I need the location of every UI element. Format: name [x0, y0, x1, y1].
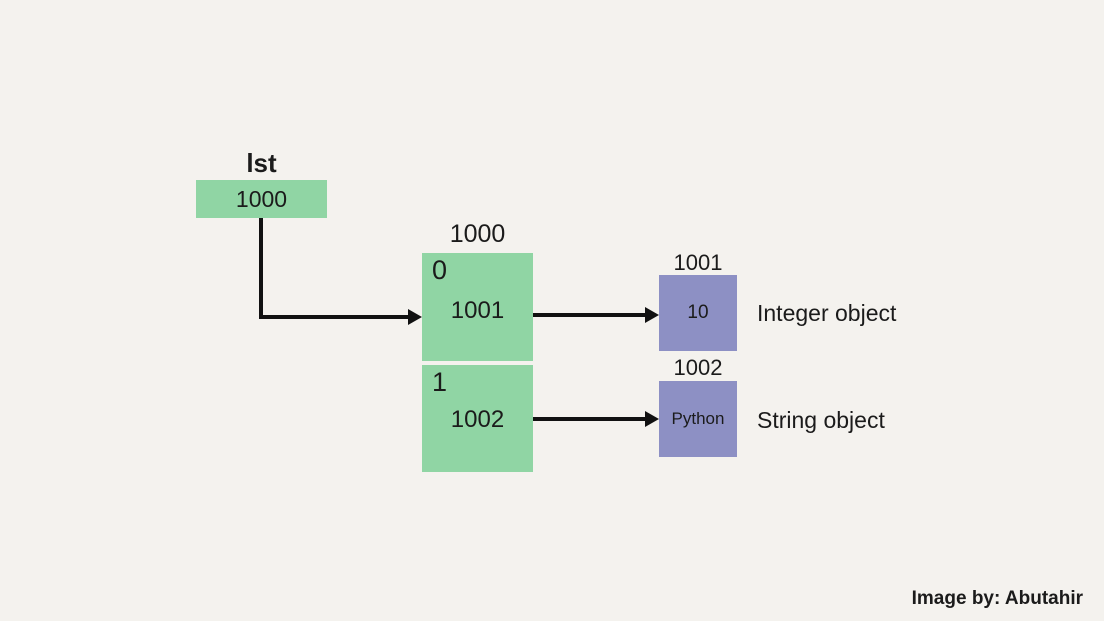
string-object-value: Python	[671, 409, 725, 428]
connector-vertical-segment	[259, 218, 263, 319]
variable-name-label: lst	[246, 148, 277, 178]
string-object-box: Python	[659, 381, 737, 457]
integer-object-value: 10	[687, 302, 709, 323]
string-object-address: 1002	[673, 355, 723, 380]
variable-address-value: 1000	[235, 185, 288, 212]
arrowhead-to-string-icon	[645, 411, 659, 427]
connector-horizontal-segment	[259, 315, 409, 319]
string-object-caption: String object	[757, 407, 885, 433]
list-cell-1-index: 1	[432, 367, 448, 397]
arrow-to-string-line	[533, 417, 646, 421]
integer-object-box: 10	[659, 275, 737, 351]
list-cell-1: 1 1002	[422, 365, 533, 472]
integer-object-caption: Integer object	[757, 300, 897, 326]
arrow-to-integer-line	[533, 313, 646, 317]
list-cell-0-value: 1001	[450, 297, 505, 324]
integer-object-address: 1001	[673, 250, 723, 275]
arrowhead-to-integer-icon	[645, 307, 659, 323]
variable-address-box: 1000	[196, 180, 327, 218]
list-object-address-heading: 1000	[449, 220, 506, 248]
list-cell-1-value: 1002	[450, 406, 505, 433]
credit-text: Image by: Abutahir	[911, 588, 1083, 609]
list-cell-0: 0 1001	[422, 253, 533, 361]
list-cell-0-index: 0	[432, 255, 448, 285]
arrowhead-to-list-icon	[408, 309, 422, 325]
